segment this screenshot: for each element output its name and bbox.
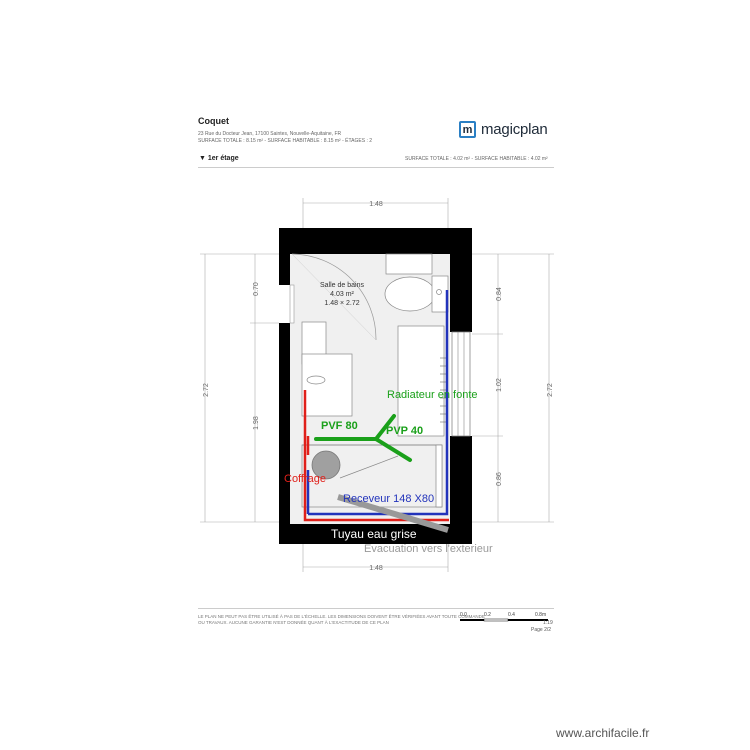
disclaimer-line-1: LE PLAN NE PEUT PAS ÊTRE UTILISÉ À PAS D… — [198, 614, 485, 619]
scale-label: 0.0 — [460, 612, 467, 618]
annotations: Radiateur en fonte PVF 80 PVP 40 Coffrag… — [284, 389, 493, 555]
red-pipes — [303, 390, 449, 522]
wall-right-upper — [450, 228, 472, 332]
grey-water-pipe — [337, 494, 449, 533]
room-label: Salle de bains 4.03 m² 1.48 × 2.72 — [320, 282, 364, 307]
sink-cabinet — [301, 353, 353, 417]
dim-right-bottom: 0.86 — [496, 472, 503, 486]
pvf-label: PVF 80 — [321, 420, 358, 432]
magicplan-m-icon: m — [459, 121, 476, 138]
walls — [279, 228, 472, 544]
dim-right-mid: 1.02 — [496, 378, 503, 392]
room-area: 4.03 m² — [330, 291, 354, 298]
dim-top: 1.48 — [369, 201, 383, 208]
blue-pipes — [306, 290, 449, 516]
scale-ratio: 1:19 — [543, 620, 553, 626]
dimension-lines — [200, 198, 554, 572]
wall-bottom — [279, 524, 472, 544]
disclaimer-line-2: OU TRAVAUX. AUCUNE GARANTIE N'EST DONNÉE… — [198, 620, 389, 625]
scale-bar — [460, 618, 548, 622]
door — [289, 253, 377, 341]
grey-water-label: Tuyau eau grise — [331, 527, 417, 541]
radiator — [397, 325, 445, 437]
footer-divider — [198, 608, 554, 609]
watermark[interactable]: www.archifacile.fr — [556, 726, 650, 740]
radiator-label: Radiateur en fonte — [387, 389, 478, 401]
dim-left-top: 0.70 — [253, 282, 260, 296]
receveur-label: Receveur 148 X80 — [343, 493, 434, 505]
pvp-label: PVP 40 — [386, 425, 423, 437]
address: 23 Rue du Docteur Jean, 17100 Saintes, N… — [198, 131, 342, 137]
toilet-bowl-icon — [384, 276, 436, 312]
room-size: 1.48 × 2.72 — [324, 300, 359, 307]
dimension-labels: 1.48 1.48 2.72 0.70 1.98 2.72 0.84 1.02 … — [203, 201, 554, 572]
scale-label: 0.2 — [484, 612, 491, 618]
coffrage-drum-icon — [311, 450, 341, 480]
floor-toggle[interactable]: ▼ 1er étage — [199, 155, 239, 162]
tap-icon — [436, 289, 442, 295]
wall-top — [279, 228, 472, 254]
brand-name: magicplan — [481, 121, 548, 138]
dim-right-top: 0.84 — [496, 287, 503, 301]
page-number: Page 2/2 — [531, 627, 552, 633]
toilet-tank — [385, 253, 433, 275]
room-name: Salle de bains — [320, 282, 364, 289]
scale-label: 0.4 — [508, 612, 515, 618]
floor-surface: SURFACE TOTALE : 4.02 m² - SURFACE HABIT… — [405, 156, 548, 162]
wall-left-upper — [279, 228, 290, 285]
wall-right-lower — [450, 436, 472, 544]
header-divider — [198, 167, 554, 168]
plan-title: Coquet — [198, 116, 229, 126]
sink-basin-icon — [306, 375, 326, 385]
coffrage-label: Coffrage — [284, 473, 326, 485]
dim-right-total: 2.72 — [547, 383, 554, 397]
window — [451, 331, 471, 437]
magicplan-logo: m magicplan — [459, 121, 548, 138]
evacuation-label: Evacuation vers l'exterieur — [364, 543, 493, 555]
wall-left-lower — [279, 323, 290, 544]
fixtures — [301, 253, 449, 508]
dim-left-bottom: 1.98 — [253, 416, 260, 430]
surface-totals: SURFACE TOTALE : 8.15 m² - SURFACE HABIT… — [198, 138, 373, 144]
scale-label: 0.8m — [535, 612, 547, 618]
dim-left-total: 2.72 — [203, 383, 210, 397]
green-pipes — [314, 414, 412, 462]
dim-bottom: 1.48 — [369, 565, 383, 572]
